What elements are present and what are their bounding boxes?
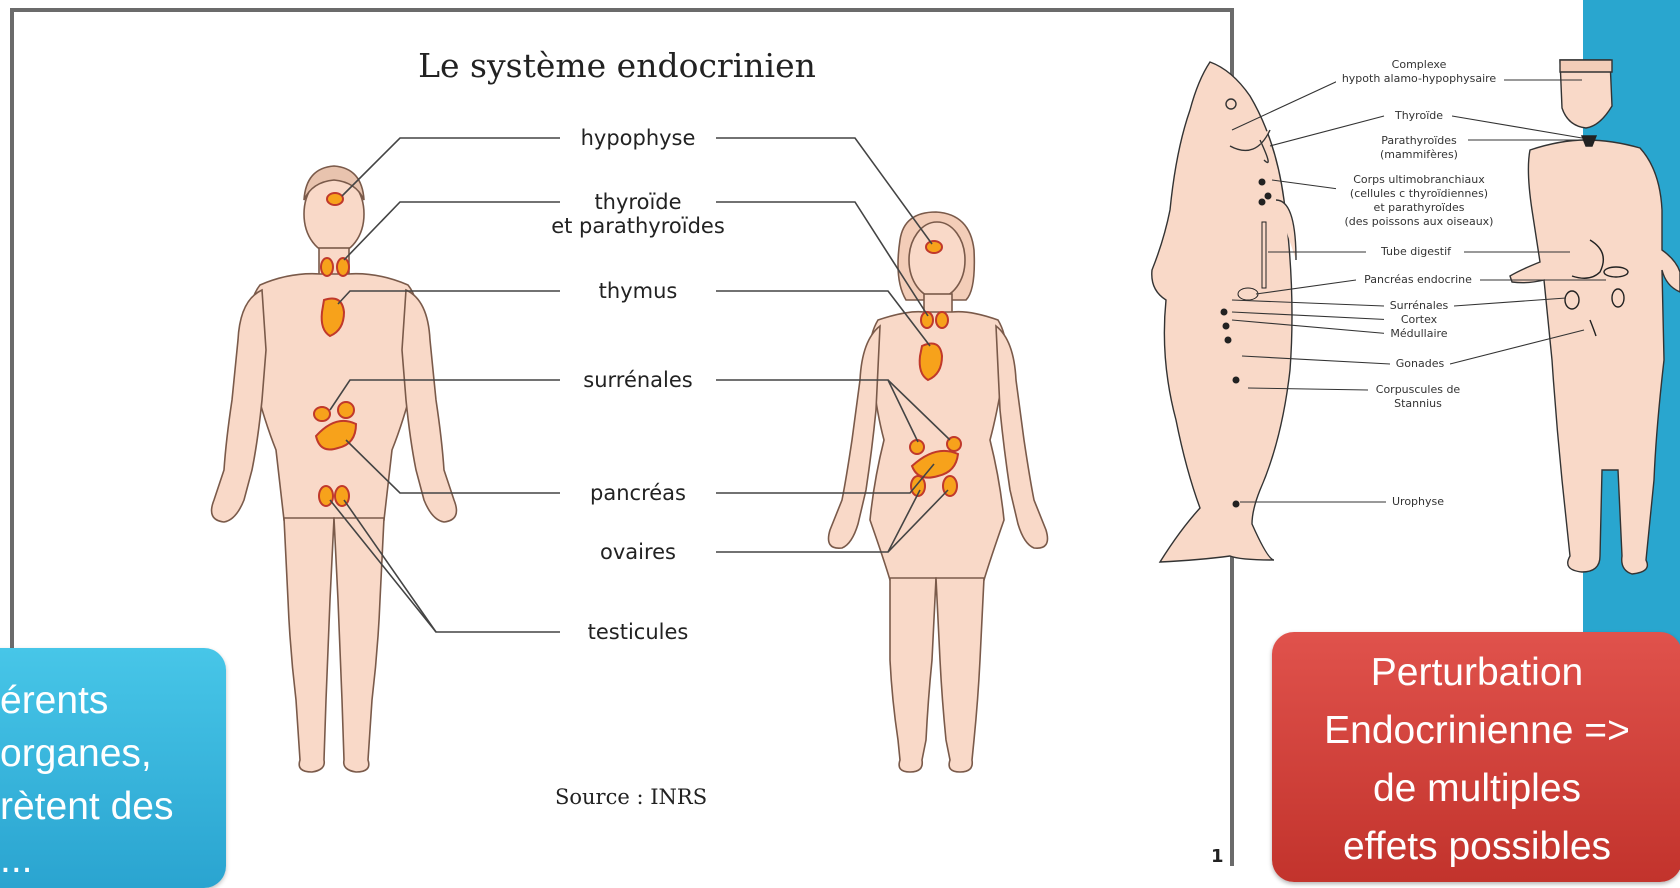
callout-red: Perturbation Endocrinienne => de multipl… bbox=[1272, 632, 1680, 882]
page-number: 1 bbox=[1211, 846, 1224, 867]
comparison-label-tube: Tube digestif bbox=[1368, 245, 1464, 259]
callout-blue: érents organes, rètent des ... bbox=[0, 648, 226, 888]
callout-red-line-4: effets possibles bbox=[1272, 818, 1680, 876]
comparison-label-parathyroides: Parathyroïdes (mammifères) bbox=[1370, 134, 1468, 162]
comparison-label-thyroide: Thyroïde bbox=[1386, 109, 1452, 123]
callout-red-line-3: de multiples bbox=[1272, 760, 1680, 818]
diagram-title: Le système endocrinien bbox=[0, 46, 1234, 85]
callout-blue-line-3: rètent des bbox=[0, 782, 173, 832]
male-right-arm bbox=[402, 290, 456, 522]
label-parathyroides: et parathyroïdes bbox=[545, 214, 731, 238]
label-thymus: thymus bbox=[560, 279, 716, 303]
female-left-leg bbox=[890, 578, 936, 772]
male-right-leg bbox=[334, 518, 384, 772]
female-thyroide bbox=[936, 312, 948, 328]
comparison-label-corpuscules: Corpuscules de Stannius bbox=[1368, 383, 1468, 411]
diagram-source: Source : INRS bbox=[555, 785, 707, 809]
label-pancreas: pancréas bbox=[560, 481, 716, 505]
male-hypophyse bbox=[327, 193, 343, 205]
female-right-leg bbox=[936, 578, 984, 772]
comparison-label-corps: Corps ultimobranchiaux (cellules c thyro… bbox=[1336, 173, 1502, 229]
callout-blue-line-2: organes, bbox=[0, 729, 152, 779]
label-testicules: testicules bbox=[560, 620, 716, 644]
comparison-label-complexe: Complexe hypoth alamo-hypophysaire bbox=[1336, 58, 1502, 86]
comparison-label-gonades: Gonades bbox=[1390, 357, 1450, 371]
female-hypophyse bbox=[926, 241, 942, 253]
callout-blue-line-4: ... bbox=[0, 835, 33, 885]
male-left-arm bbox=[212, 290, 266, 522]
man-body bbox=[1510, 140, 1680, 574]
callout-red-line-1: Perturbation bbox=[1272, 644, 1680, 702]
callout-red-line-2: Endocrinienne => bbox=[1272, 702, 1680, 760]
male-surrenales bbox=[338, 402, 354, 418]
label-thyroide: thyroïde bbox=[560, 190, 716, 214]
comparison-label-surrenales: Surrénales Cortex Médullaire bbox=[1384, 299, 1454, 341]
label-ovaires: ovaires bbox=[560, 540, 716, 564]
label-surrenales: surrénales bbox=[560, 368, 716, 392]
female-figure bbox=[829, 212, 1048, 772]
female-head bbox=[909, 222, 965, 298]
male-thyroide bbox=[337, 258, 349, 276]
label-hypophyse: hypophyse bbox=[560, 126, 716, 150]
male-left-leg bbox=[284, 518, 334, 772]
comparison-label-pancreas: Pancréas endocrine bbox=[1356, 273, 1480, 287]
comparison-label-urophyse: Urophyse bbox=[1386, 495, 1450, 509]
male-figure bbox=[212, 166, 457, 772]
callout-blue-line-1: érents bbox=[0, 676, 108, 726]
